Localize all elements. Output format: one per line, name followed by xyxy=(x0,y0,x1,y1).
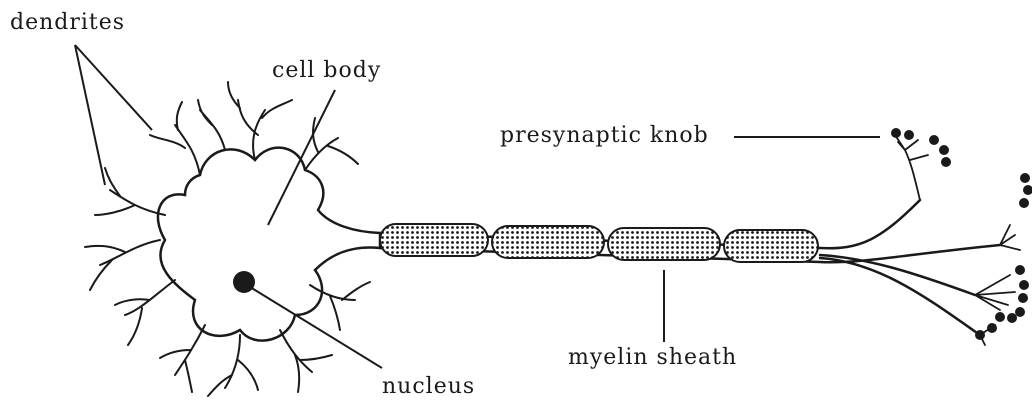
dendrites-label: dendrites xyxy=(10,12,125,34)
myelin-segment xyxy=(380,224,488,256)
myelin-segment xyxy=(724,230,818,262)
myelin-segment xyxy=(608,228,720,260)
cell-body-label: cell body xyxy=(272,60,381,82)
myelin-sheath-label: myelin sheath xyxy=(568,347,737,369)
axon xyxy=(380,200,1000,335)
cell-body-outline xyxy=(158,148,380,341)
nucleus-label: nucleus xyxy=(382,376,475,398)
nucleus xyxy=(233,271,255,293)
myelin-segment xyxy=(492,226,604,258)
presynaptic-knob-label: presynaptic knob xyxy=(500,125,709,147)
myelin-sheath xyxy=(380,224,818,262)
